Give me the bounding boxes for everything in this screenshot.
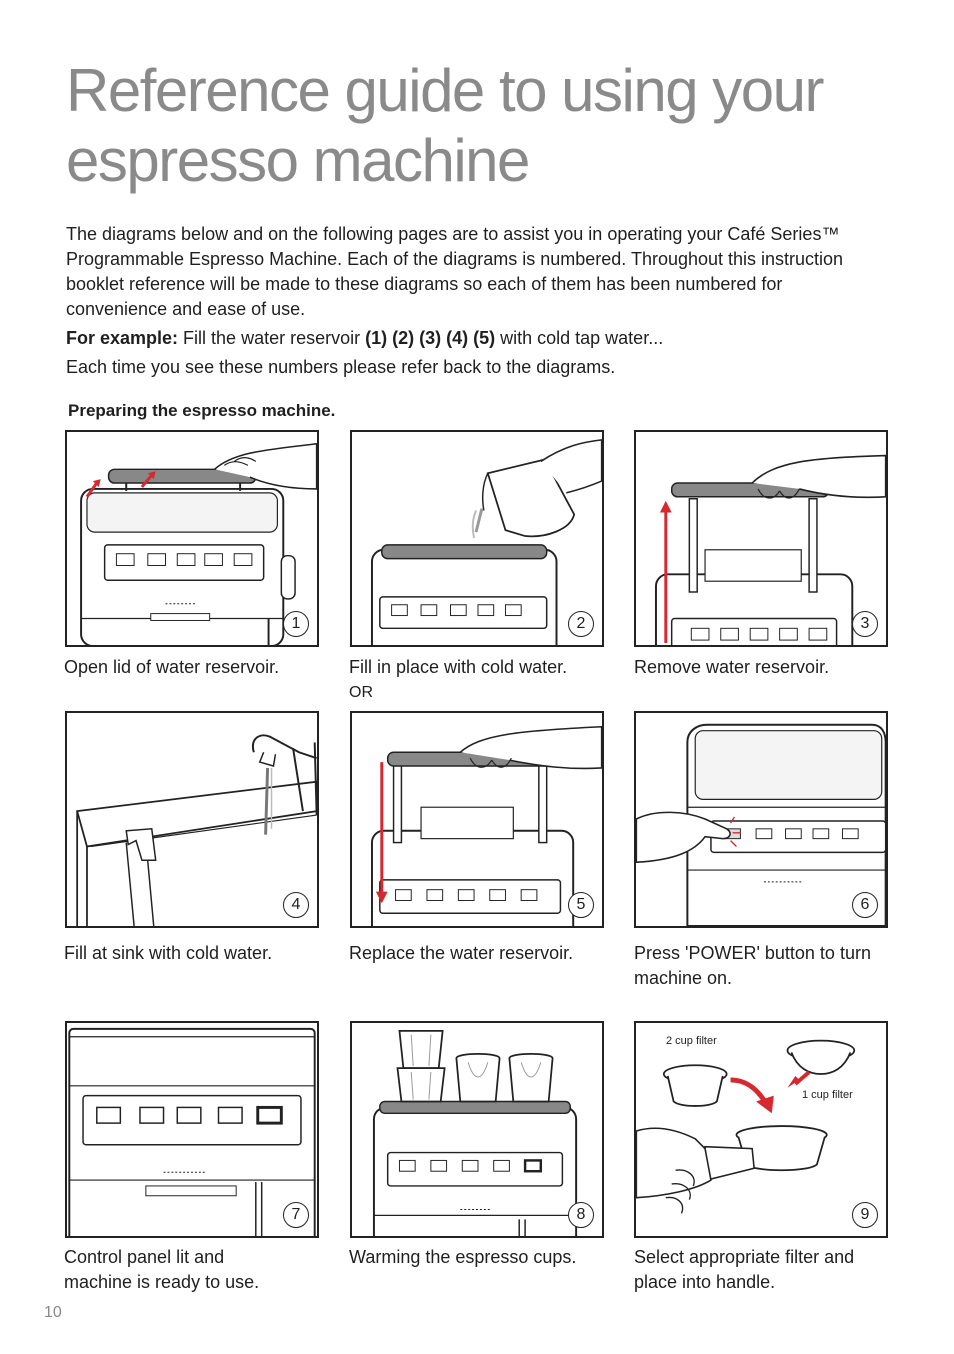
caption-4: Fill at sink with cold water. xyxy=(64,941,334,966)
diagram-panel-5: 5 xyxy=(350,711,604,928)
warming-cups-illustration xyxy=(372,1029,578,1236)
diagram-panel-7: 7 xyxy=(65,1021,319,1238)
caption-7: Control panel lit and machine is ready t… xyxy=(64,1245,334,1295)
caption-8: Warming the espresso cups. xyxy=(349,1245,619,1270)
page-number: 10 xyxy=(44,1304,62,1321)
replace-reservoir-illustration xyxy=(370,725,602,926)
page-title: Reference guide to using your espresso m… xyxy=(66,56,906,196)
intro-text: The diagrams below and on the following … xyxy=(66,222,886,384)
caption-1: Open lid of water reservoir. xyxy=(64,655,334,680)
diagram-panel-3: 3 xyxy=(634,430,888,647)
caption-9: Select appropriate filter and place into… xyxy=(634,1245,904,1295)
control-panel-lit-illustration xyxy=(68,1027,316,1236)
caption-7-line-1: Control panel lit and xyxy=(64,1247,225,1267)
caption-4-line-1: Fill at sink with cold water. xyxy=(64,943,273,963)
caption-2-line-1: Fill in place with cold water. xyxy=(349,657,568,677)
diagram-number-4: 4 xyxy=(283,892,309,918)
caption-2: Fill in place with cold water. OR xyxy=(349,655,619,705)
select-filter-illustration xyxy=(636,1039,856,1214)
diagram-number-5: 5 xyxy=(568,892,594,918)
two-cup-filter-label: 2 cup filter xyxy=(666,1035,717,1047)
diagram-number-7: 7 xyxy=(283,1202,309,1228)
caption-3-line-1: Remove water reservoir. xyxy=(634,657,830,677)
caption-5: Replace the water reservoir. xyxy=(349,941,619,966)
fill-in-place-illustration xyxy=(370,439,602,645)
example-text-2: with cold tap water... xyxy=(495,328,664,348)
diagram-panel-1: 1 xyxy=(65,430,319,647)
example-label: For example: xyxy=(66,328,179,348)
caption-8-line-1: Warming the espresso cups. xyxy=(349,1247,577,1267)
fill-at-sink-illustration xyxy=(76,734,317,926)
caption-9-line-2: place into handle. xyxy=(634,1272,776,1292)
diagram-panel-4: 4 xyxy=(65,711,319,928)
diagram-number-1: 1 xyxy=(283,611,309,637)
caption-7-line-2: machine is ready to use. xyxy=(64,1272,260,1292)
diagram-number-8: 8 xyxy=(568,1202,594,1228)
remove-reservoir-illustration xyxy=(654,454,886,645)
caption-3: Remove water reservoir. xyxy=(634,655,904,680)
diagram-panel-9: 2 cup filter 1 cup filter 9 xyxy=(634,1021,888,1238)
press-power-illustration xyxy=(636,723,886,926)
caption-6-line-1: Press 'POWER' button to turn xyxy=(634,943,871,963)
intro-paragraph: The diagrams below and on the following … xyxy=(66,224,844,319)
diagram-number-6: 6 xyxy=(852,892,878,918)
caption-1-line-1: Open lid of water reservoir. xyxy=(64,657,280,677)
example-line: For example: Fill the water reservoir (1… xyxy=(66,326,886,351)
diagram-panel-8: 8 xyxy=(350,1021,604,1238)
diagram-panel-6: 6 xyxy=(634,711,888,928)
page-title-line-1: Reference guide to using your xyxy=(66,57,825,124)
refer-text: Each time you see these numbers please r… xyxy=(66,357,616,377)
one-cup-filter-label: 1 cup filter xyxy=(802,1089,853,1101)
page-title-line-2: espresso machine xyxy=(66,127,530,194)
caption-9-line-1: Select appropriate filter and xyxy=(634,1247,855,1267)
caption-5-line-1: Replace the water reservoir. xyxy=(349,943,574,963)
caption-2-line-2: OR xyxy=(349,684,373,701)
diagram-number-2: 2 xyxy=(568,611,594,637)
diagram-number-3: 3 xyxy=(852,611,878,637)
machine-lid-open-illustration xyxy=(80,442,317,645)
diagram-panel-2: 2 xyxy=(350,430,604,647)
caption-6: Press 'POWER' button to turn machine on. xyxy=(634,941,904,991)
diagram-number-9: 9 xyxy=(852,1202,878,1228)
section-heading: Preparing the espresso machine. xyxy=(68,401,336,420)
caption-6-line-2: machine on. xyxy=(634,968,733,988)
example-text-1: Fill the water reservoir xyxy=(178,328,366,348)
example-numbers: (1) (2) (3) (4) (5) xyxy=(365,328,496,348)
